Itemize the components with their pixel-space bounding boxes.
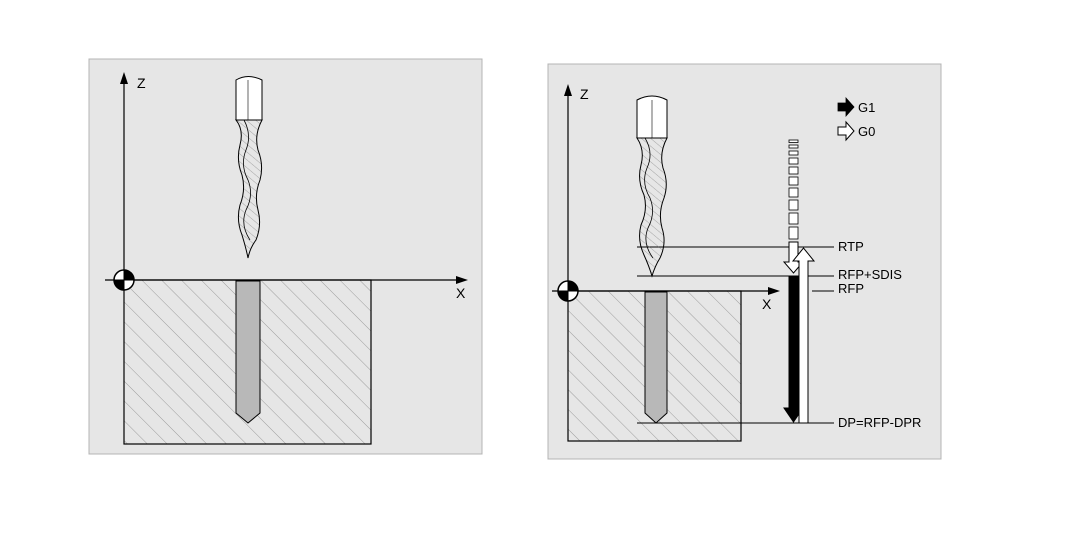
right-x-arrow-icon	[768, 287, 780, 295]
left-panel: Z X	[88, 58, 483, 455]
right-origin-icon	[557, 280, 579, 302]
right-drilled-hole	[644, 291, 668, 424]
hollow-arrow-icon	[837, 120, 855, 142]
right-panel: Z X	[547, 63, 942, 460]
g1-feed-arrow-icon	[783, 275, 804, 423]
left-origin-icon	[113, 269, 135, 291]
left-z-arrow-icon	[120, 72, 128, 84]
rfp-sdis-label: RFP+SDIS	[838, 267, 902, 282]
right-drill-bit-icon	[636, 95, 668, 278]
rfp-label: RFP	[838, 281, 864, 296]
left-drill-bit-icon	[234, 76, 263, 259]
right-z-arrow-icon	[564, 84, 572, 96]
g0-approach-arrow-icon	[782, 241, 805, 274]
left-x-label: X	[456, 285, 466, 301]
legend-g0-label: G0	[858, 124, 875, 139]
left-x-arrow-icon	[456, 276, 468, 284]
rtp-label: RTP	[838, 239, 864, 254]
g0-retract-arrow-icon	[791, 247, 816, 424]
right-x-label: X	[762, 296, 772, 312]
right-z-label: Z	[580, 86, 589, 102]
legend: G1 G0	[837, 96, 875, 142]
left-z-label: Z	[137, 75, 146, 91]
rapid-approach-path	[788, 139, 799, 240]
legend-g1-label: G1	[858, 100, 875, 115]
dp-label: DP=RFP-DPR	[838, 415, 921, 430]
left-drilled-hole	[235, 280, 261, 424]
filled-arrow-icon	[837, 96, 855, 118]
